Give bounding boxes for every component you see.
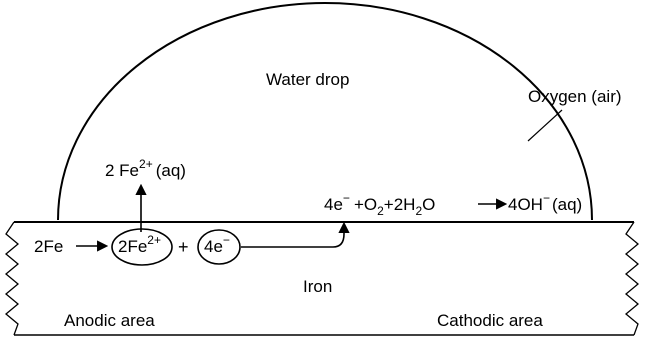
- cathodic-area-label: Cathodic area: [437, 311, 543, 330]
- water-drop-outline: [58, 3, 592, 220]
- iron-ion-coef: 2Fe: [118, 237, 147, 256]
- iron-block-right-break: [626, 222, 638, 335]
- iron-block-left-break: [6, 222, 18, 335]
- water-drop-label: Water drop: [266, 70, 349, 89]
- iron-reactant: 2Fe: [34, 237, 63, 256]
- hydroxide-coef: 4OH: [508, 195, 543, 214]
- dissolved-ion-charge: 2+: [139, 157, 153, 171]
- dissolved-ion-label: 2 Fe2+(aq): [105, 157, 186, 180]
- oxygen-pointer-line: [528, 110, 562, 141]
- dissolved-ion-coef: 2 Fe: [105, 161, 139, 180]
- hydroxide-state: (aq): [552, 195, 582, 214]
- electrons-coef: 4e: [204, 237, 223, 256]
- anodic-area-label: Anodic area: [64, 311, 155, 330]
- hydroxide-charge: −: [543, 191, 550, 205]
- anodic-plus-sign: +: [178, 237, 189, 257]
- cathodic-electrons-charge: −: [343, 191, 350, 205]
- cathodic-electrons: 4e: [324, 195, 343, 214]
- water-term: +2H: [384, 195, 416, 214]
- hydroxide-product: 4OH−(aq): [508, 191, 582, 214]
- oxygen-term: +O: [354, 195, 377, 214]
- electrons-label: 4e−: [204, 233, 230, 256]
- water-oxygen: O: [422, 195, 435, 214]
- electrons-charge: −: [223, 233, 230, 247]
- cathodic-reaction: 4e−+O2+2H2O: [324, 191, 435, 218]
- dissolved-ion-state: (aq): [156, 161, 186, 180]
- electron-flow-arrow: [241, 224, 344, 247]
- iron-ion-charge: 2+: [147, 233, 161, 247]
- iron-ion-label: 2Fe2+: [118, 233, 161, 256]
- oxygen-label: Oxygen (air): [528, 87, 622, 106]
- iron-label: Iron: [303, 277, 332, 296]
